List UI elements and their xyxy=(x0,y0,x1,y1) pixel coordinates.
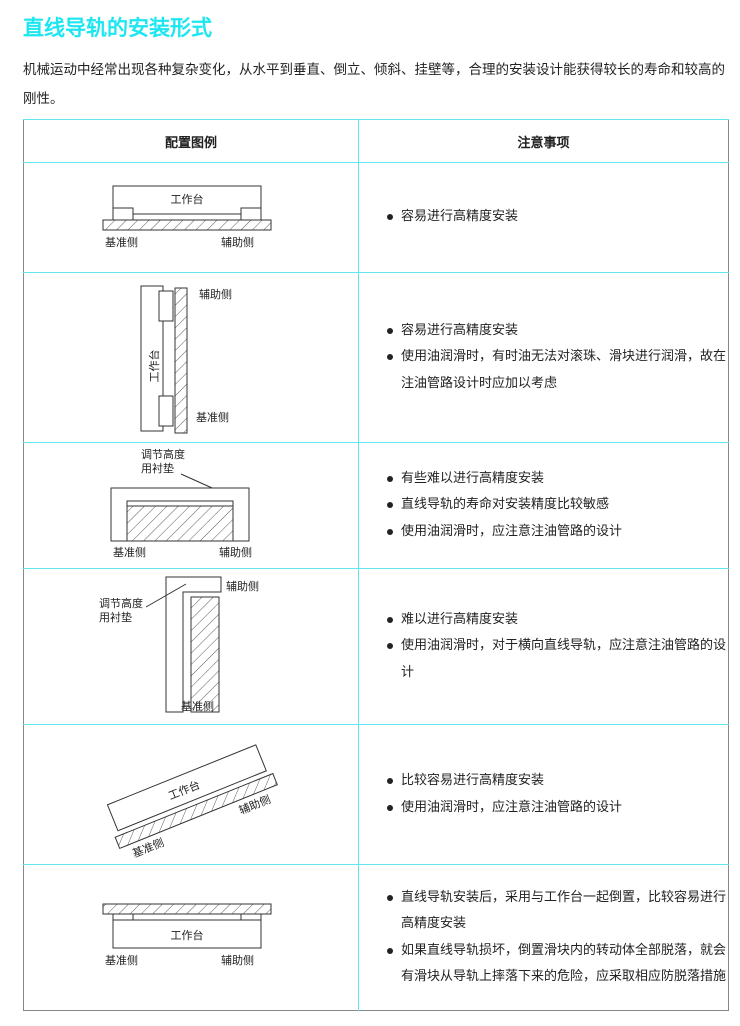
page-title: 直线导轨的安装形式 xyxy=(23,16,212,40)
installation-table: 配置图例注意事项 工作台基准侧辅助侧 容易进行高精度安装 工作台辅助侧基准侧 容… xyxy=(23,119,729,1011)
figure-vertical: 工作台 辅助侧基准侧 xyxy=(23,272,359,443)
note: 使用油润滑时，应注意注油管路的设计 xyxy=(387,795,728,822)
svg-text:辅助侧: 辅助侧 xyxy=(199,287,232,301)
svg-text:辅助侧: 辅助侧 xyxy=(221,953,254,967)
svg-text:工作台: 工作台 xyxy=(171,192,204,206)
note: 使用油润滑时，对于横向直线导轨，应注意注油管路的设计 xyxy=(387,633,728,686)
note: 直线导轨安装后，采用与工作台一起倒置，比较容易进行高精度安装 xyxy=(387,885,728,938)
note: 容易进行高精度安装 xyxy=(387,318,728,345)
svg-text:基准侧: 基准侧 xyxy=(113,546,146,559)
header-figure: 配置图例 xyxy=(23,119,359,163)
note: 使用油润滑时，应注意注油管路的设计 xyxy=(387,519,728,546)
svg-text:用衬垫: 用衬垫 xyxy=(99,610,132,624)
svg-text:用衬垫: 用衬垫 xyxy=(141,461,174,475)
figure-horizontal: 工作台基准侧 辅助侧 xyxy=(23,162,359,273)
notes-cell: 难以进行高精度安装使用油润滑时，对于横向直线导轨，应注意注油管路的设计 xyxy=(358,568,729,725)
svg-text:基准侧: 基准侧 xyxy=(105,236,138,249)
figure-inclined: 工作台辅助侧基准侧 xyxy=(23,724,359,865)
svg-text:基准侧: 基准侧 xyxy=(196,411,229,424)
svg-text:辅助侧: 辅助侧 xyxy=(219,545,252,559)
note: 容易进行高精度安装 xyxy=(387,204,728,231)
svg-text:工作台: 工作台 xyxy=(147,349,161,382)
note: 直线导轨的寿命对安装精度比较敏感 xyxy=(387,492,728,519)
note: 如果直线导轨损坏，倒置滑块内的转动体全部脱落，就会有滑块从导轨上摔落下来的危险，… xyxy=(387,938,728,991)
notes-cell: 直线导轨安装后，采用与工作台一起倒置，比较容易进行高精度安装如果直线导轨损坏，倒… xyxy=(358,864,729,1011)
header-notes: 注意事项 xyxy=(358,119,729,163)
notes-cell: 有些难以进行高精度安装直线导轨的寿命对安装精度比较敏感使用油润滑时，应注意注油管… xyxy=(358,442,729,569)
svg-text:基准侧: 基准侧 xyxy=(181,700,214,713)
note: 有些难以进行高精度安装 xyxy=(387,466,728,493)
figure-wall: 辅助侧调节高度用衬垫基准侧 xyxy=(23,568,359,725)
notes-cell: 容易进行高精度安装使用油润滑时，有时油无法对滚珠、滑块进行润滑，故在注油管路设计… xyxy=(358,272,729,443)
figure-inverted: 工作台基准侧 辅助侧 xyxy=(23,864,359,1011)
note: 比较容易进行高精度安装 xyxy=(387,768,728,795)
note: 使用油润滑时，有时油无法对滚珠、滑块进行润滑，故在注油管路设计时应加以考虑 xyxy=(387,344,728,397)
svg-text:辅助侧: 辅助侧 xyxy=(226,579,259,593)
svg-text:工作台: 工作台 xyxy=(171,928,204,942)
svg-text:调节高度: 调节高度 xyxy=(99,596,143,610)
notes-cell: 容易进行高精度安装 xyxy=(358,162,729,273)
svg-text:基准侧: 基准侧 xyxy=(105,954,138,967)
figure-shim: 调节高度用衬垫基准侧 辅助侧 xyxy=(23,442,359,569)
svg-text:调节高度: 调节高度 xyxy=(141,447,185,461)
note: 难以进行高精度安装 xyxy=(387,607,728,634)
svg-text:辅助侧: 辅助侧 xyxy=(221,235,254,249)
intro-text: 机械运动中经常出现各种复杂变化，从水平到垂直、倒立、倾斜、挂壁等，合理的安装设计… xyxy=(23,62,725,107)
notes-cell: 比较容易进行高精度安装使用油润滑时，应注意注油管路的设计 xyxy=(358,724,729,865)
